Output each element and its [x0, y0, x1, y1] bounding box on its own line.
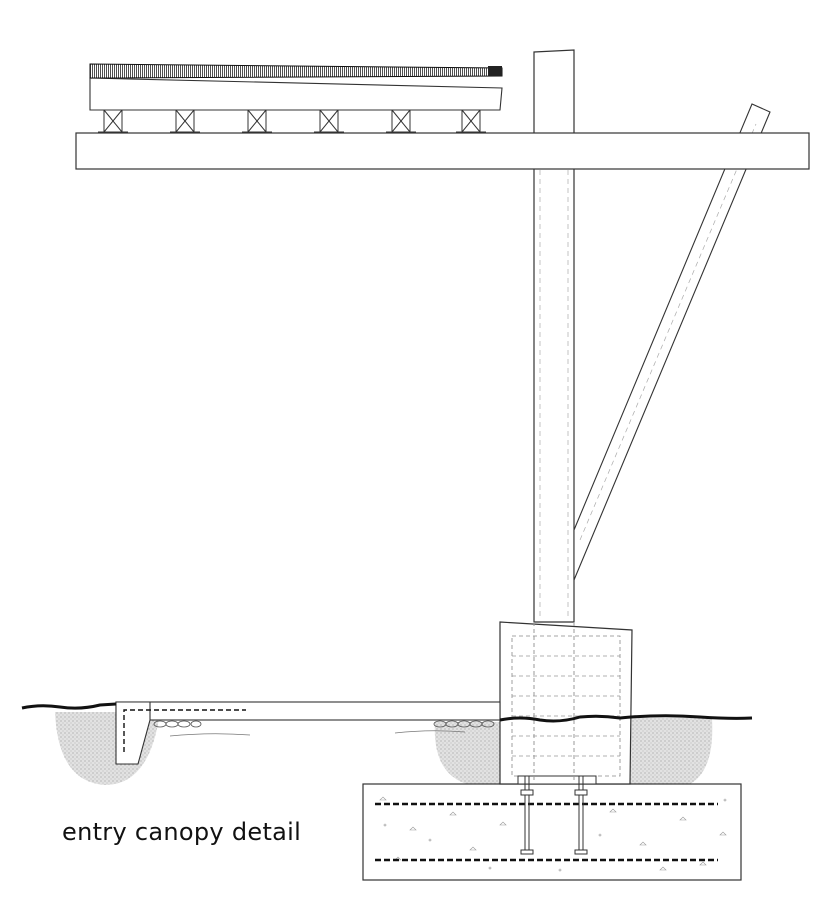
walkway-slab [115, 701, 501, 765]
footing-aggregate-marks [379, 796, 727, 872]
ground-line [21, 702, 753, 723]
purlin-3 [242, 109, 272, 133]
purlin-4 [314, 109, 344, 133]
right-soil-mound [630, 718, 713, 784]
gravel-bed [153, 720, 495, 728]
purlin-1 [98, 109, 128, 133]
purlin-2 [170, 109, 200, 133]
concrete-pier [499, 621, 633, 785]
purlin-5 [386, 109, 416, 133]
main-post [533, 49, 575, 784]
drawing-caption: entry canopy detail [62, 818, 302, 846]
center-soil-mound [434, 722, 500, 785]
slab-rebar [123, 709, 246, 752]
purlin-6 [456, 109, 486, 133]
purlin-blocks [98, 109, 486, 133]
anchor-bolts [517, 775, 597, 855]
canopy-beam [75, 132, 810, 170]
concrete-footing [362, 783, 742, 881]
diagonal-brace [573, 103, 771, 581]
roof-panel [89, 63, 503, 111]
